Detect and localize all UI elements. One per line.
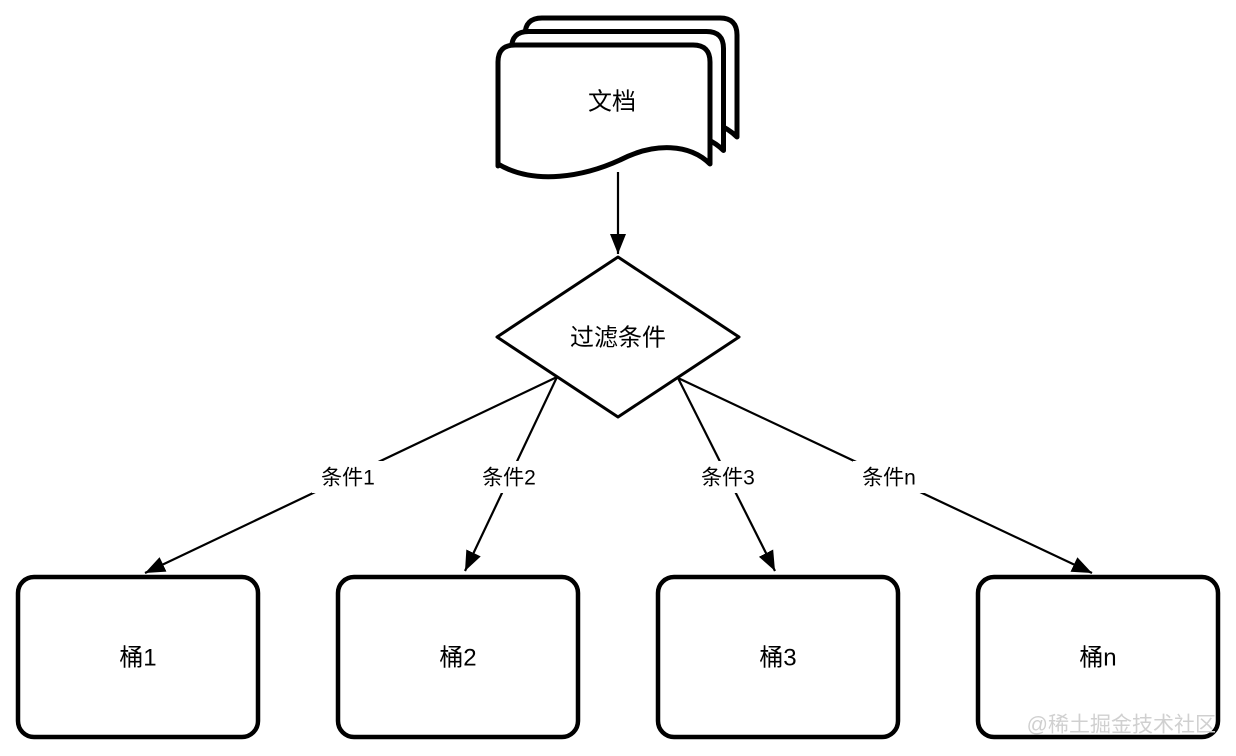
document-node-label: 文档 bbox=[588, 88, 636, 115]
document-sheet-front bbox=[495, 42, 713, 180]
edge-label-backing bbox=[473, 461, 545, 493]
bucket-box bbox=[15, 574, 261, 740]
bucket-box bbox=[975, 574, 1221, 740]
edge-label-text: 条件n bbox=[862, 466, 916, 489]
edge-label-backing bbox=[692, 461, 764, 493]
decision-node-label: 过滤条件 bbox=[570, 324, 666, 351]
edge-label-condition-n: 条件n bbox=[853, 461, 925, 493]
bucket-box bbox=[655, 574, 901, 740]
edge-label-text: 条件1 bbox=[321, 466, 375, 489]
edge-label-condition-3: 条件3 bbox=[692, 461, 764, 493]
bucket-label: 桶2 bbox=[439, 644, 476, 671]
edge-label-condition-2: 条件2 bbox=[473, 461, 545, 493]
bucket-box bbox=[335, 574, 581, 740]
edge-label-backing bbox=[312, 461, 384, 493]
bucket-node-2: 桶2 bbox=[335, 574, 581, 740]
bucket-node-1: 桶1 bbox=[15, 574, 261, 740]
bucket-node-n: 桶n bbox=[975, 574, 1221, 740]
bucket-label: 桶3 bbox=[759, 644, 796, 671]
edge-label-backing bbox=[853, 461, 925, 493]
bucket-node-3: 桶3 bbox=[655, 574, 901, 740]
decision-node bbox=[495, 255, 741, 419]
bucket-label: 桶1 bbox=[119, 644, 156, 671]
bucket-label: 桶n bbox=[1079, 644, 1116, 671]
edge-label-condition-1: 条件1 bbox=[312, 461, 384, 493]
watermark-text: @稀土掘金技术社区 bbox=[1027, 713, 1216, 736]
edge-label-text: 条件2 bbox=[482, 466, 536, 489]
edge-label-text: 条件3 bbox=[701, 466, 755, 489]
document-node bbox=[495, 15, 740, 180]
